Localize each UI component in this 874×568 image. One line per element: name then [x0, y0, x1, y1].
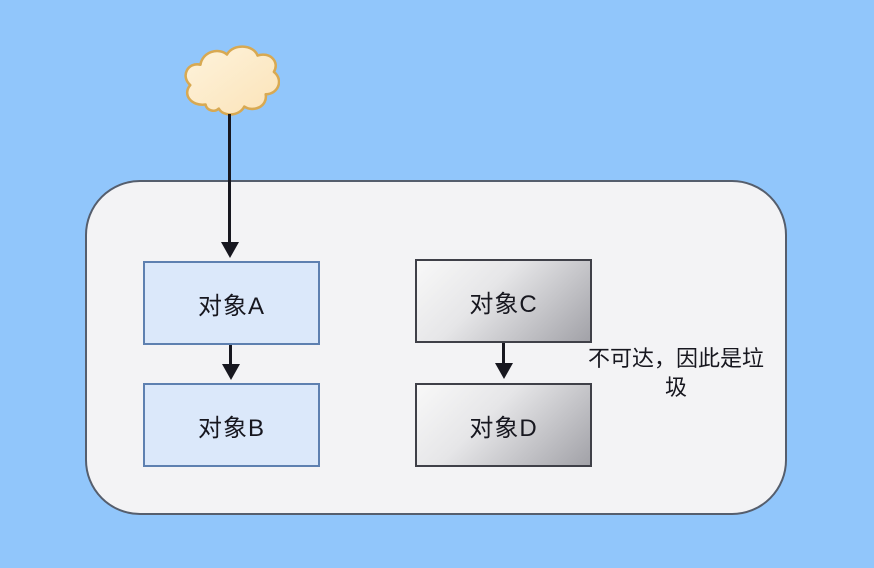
arrowhead-a-to-b [222, 364, 240, 380]
node-object-d-label: 对象D [469, 414, 538, 442]
arrow-c-to-d [502, 343, 505, 363]
arrowhead-c-to-d [495, 363, 513, 379]
unreachable-annotation: 不可达，因此是垃圾 [587, 346, 764, 400]
node-object-d: 对象D [415, 383, 592, 467]
node-object-c-label: 对象C [469, 290, 538, 318]
node-object-b-label: 对象B [197, 414, 265, 442]
cloud-icon [184, 45, 280, 116]
node-object-a-label: 对象A [197, 292, 265, 320]
node-object-c: 对象C [415, 259, 592, 343]
arrowhead-cloud-to-a [221, 242, 239, 258]
arrow-cloud-to-a [228, 114, 231, 242]
node-object-b: 对象B [143, 383, 320, 467]
node-object-a: 对象A [143, 261, 320, 345]
arrow-a-to-b [229, 344, 232, 364]
